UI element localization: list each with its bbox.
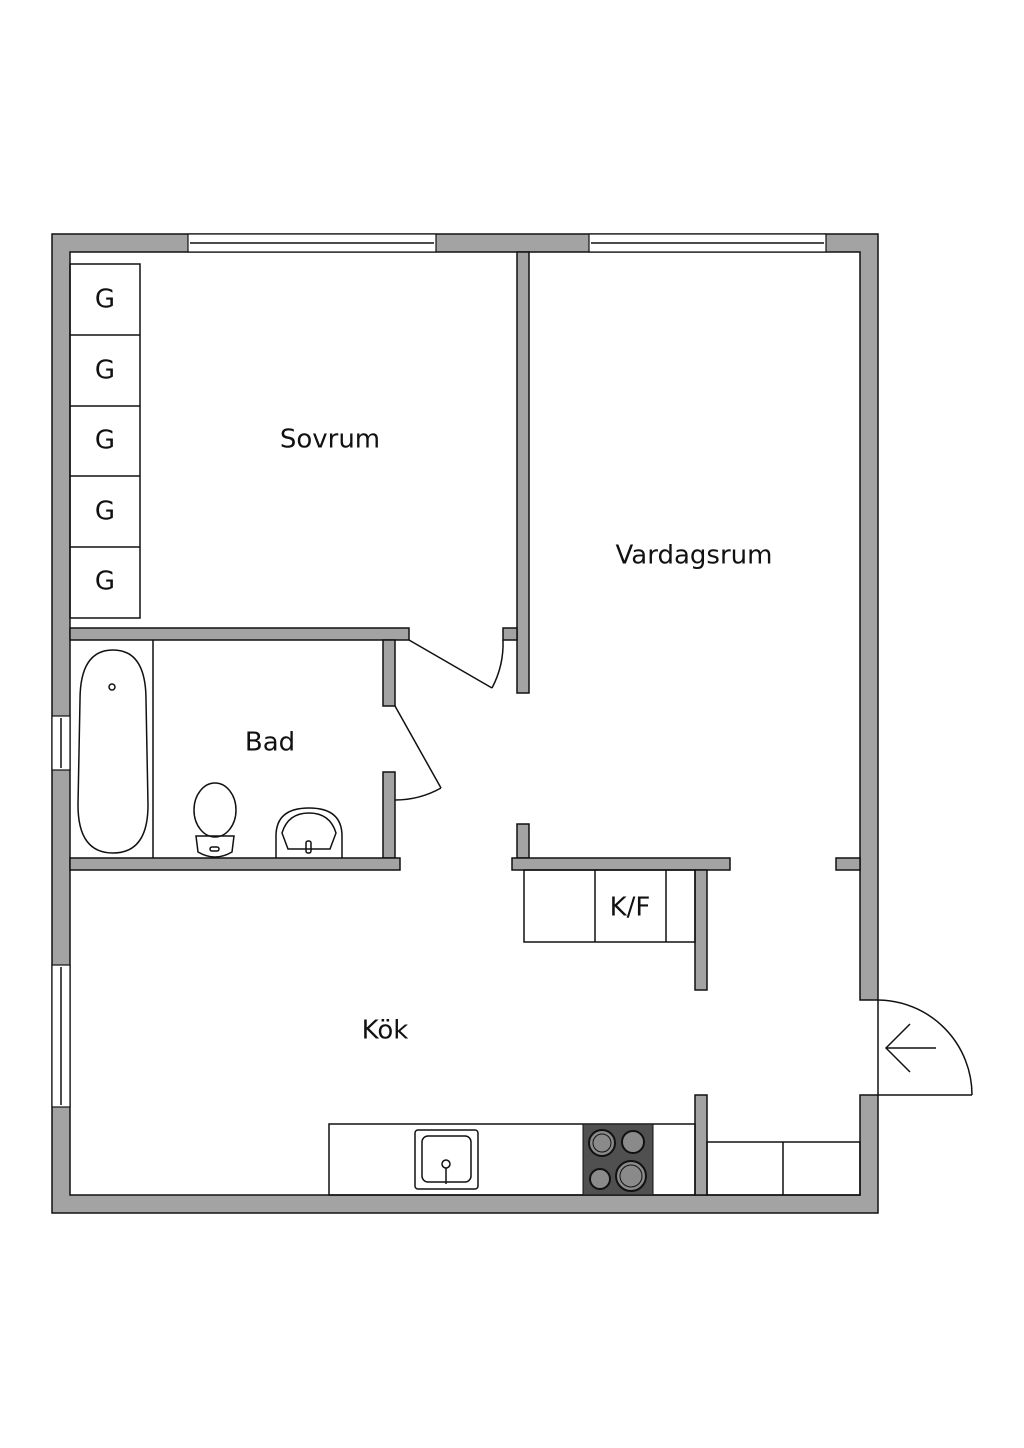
kitchen-sink bbox=[414, 1129, 479, 1190]
outer-walls bbox=[51, 233, 879, 1214]
wardrobes: G G G G G bbox=[69, 263, 141, 619]
room-label-kitchen: Kök bbox=[362, 1016, 409, 1046]
wardrobe-label: G bbox=[95, 285, 115, 315]
wardrobe-label: G bbox=[95, 567, 115, 597]
bedroom-door bbox=[408, 639, 504, 689]
bathroom-door bbox=[394, 705, 442, 801]
entrance-door[interactable] bbox=[877, 999, 973, 1096]
room-label-bedroom: Sovrum bbox=[280, 425, 380, 455]
room-label-bathroom: Bad bbox=[245, 728, 295, 758]
fridge-freezer-cabinets: K/F bbox=[523, 869, 696, 943]
toilet bbox=[193, 782, 237, 858]
stove bbox=[582, 1123, 654, 1196]
bathtub bbox=[77, 640, 154, 858]
wardrobe-label: G bbox=[95, 356, 115, 386]
entrance-arrow-icon bbox=[884, 1023, 936, 1073]
room-label-living-room: Vardagsrum bbox=[616, 541, 773, 571]
wardrobe-label: G bbox=[95, 426, 115, 456]
hall-cabinets bbox=[706, 1141, 861, 1196]
kitchen-counter bbox=[328, 1123, 696, 1196]
interior-walls bbox=[69, 251, 861, 1196]
washbasin bbox=[275, 807, 343, 858]
windows bbox=[51, 233, 827, 1108]
wardrobe-label: G bbox=[95, 497, 115, 527]
fridge-freezer-label: K/F bbox=[610, 893, 651, 923]
